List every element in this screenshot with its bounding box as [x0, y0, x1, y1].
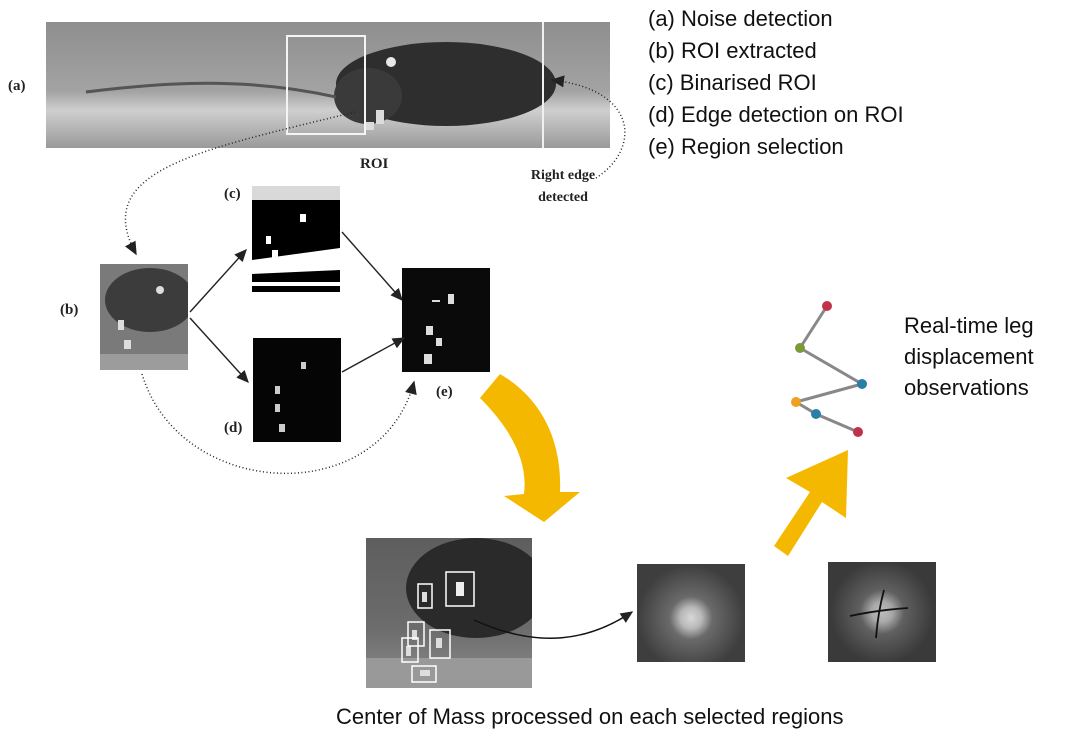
- arrow-b-to-c: [189, 248, 247, 313]
- joint-marker: [811, 409, 821, 419]
- leg-segment: [798, 305, 829, 349]
- zoomed-region-photo: [637, 564, 745, 662]
- yellow-up-arrow: [774, 450, 848, 556]
- binarised-roi-c: [252, 186, 340, 286]
- legend-item-region: (e) Region selection: [648, 134, 844, 159]
- caption: Center of Mass processed on each selecte…: [336, 704, 844, 729]
- yellow-curved-arrow: [480, 374, 580, 522]
- right-edge-line: [542, 22, 544, 148]
- roi-box: [286, 35, 366, 135]
- legend-item-binarised: (c) Binarised ROI: [648, 70, 817, 95]
- arrow-region-to-zoom: [473, 611, 634, 639]
- mouse-silhouette-a: [85, 42, 556, 130]
- joint-marker: [822, 301, 832, 311]
- arrow-b-to-e: [141, 373, 417, 474]
- panel-a-photo: [46, 22, 610, 148]
- right-text-line2: displacement: [904, 344, 1034, 369]
- panel-d-photo: [253, 338, 341, 442]
- right-text: Real-time leg displacement observations: [904, 310, 1034, 403]
- panel-c-photo: [252, 186, 340, 292]
- legend-item-noise: (a) Noise detection: [648, 6, 833, 31]
- panel-b-photo: [100, 264, 188, 370]
- right-text-line3: observations: [904, 375, 1029, 400]
- arrow-c-to-e: [341, 231, 403, 302]
- arrow-right-edge: [550, 75, 626, 179]
- panel-c-label: (c): [224, 186, 241, 202]
- region-selection-e: [424, 294, 454, 364]
- arrow-a-to-b: [124, 111, 356, 256]
- leg-displacement-plot: [791, 301, 867, 437]
- joint-marker: [857, 379, 867, 389]
- panel-e-photo: [402, 268, 490, 372]
- roi-label: ROI: [360, 156, 389, 172]
- leg-segment: [795, 382, 863, 404]
- arrow-d-to-e: [341, 337, 406, 373]
- mouse-closeup-b: [100, 268, 188, 370]
- arrow-b-to-d: [189, 317, 249, 384]
- legend-item-edge: (d) Edge detection on ROI: [648, 102, 904, 127]
- panel-d-label: (d): [224, 420, 243, 436]
- edge-detection-d: [275, 362, 306, 432]
- panel-a-label: (a): [8, 78, 26, 94]
- right-edge-label-line2: detected: [538, 190, 588, 205]
- joint-marker: [791, 397, 801, 407]
- right-edge-label: Right edge detected: [518, 168, 608, 206]
- mouse-selected-regions: [366, 538, 532, 688]
- legend-item-roi: (b) ROI extracted: [648, 38, 817, 63]
- joint-marker: [853, 427, 863, 437]
- joint-marker: [795, 343, 805, 353]
- right-text-line1: Real-time leg: [904, 313, 1034, 338]
- center-of-mass-cross: [849, 589, 909, 639]
- selected-regions-photo: [366, 538, 532, 688]
- panel-e-label: (e): [436, 384, 453, 400]
- leg-segment: [799, 346, 863, 386]
- panel-b-label: (b): [60, 302, 79, 318]
- center-of-mass-photo: [828, 562, 936, 662]
- leg-segment: [815, 412, 859, 434]
- right-edge-label-line1: Right edge: [530, 168, 596, 183]
